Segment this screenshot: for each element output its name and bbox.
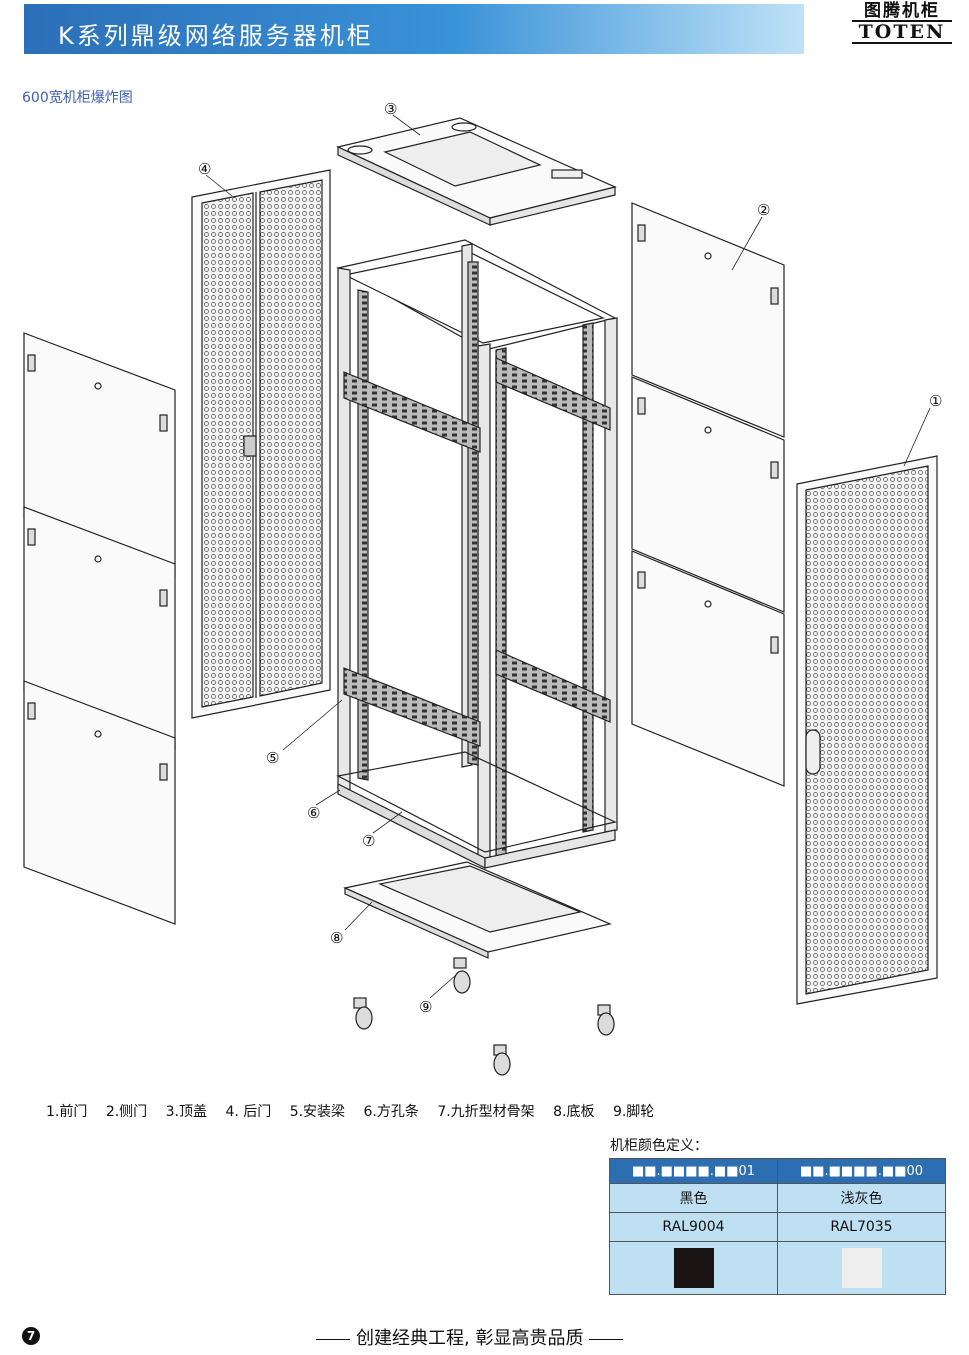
legend-item: 9.脚轮 — [612, 1104, 655, 1120]
legend-item: 7.九折型材骨架 — [437, 1104, 535, 1120]
top-cover — [336, 117, 617, 226]
callout-8: ⑧ — [330, 929, 343, 947]
page-title: K系列鼎级网络服务器机柜 — [58, 22, 374, 50]
legend-item: 8.底板 — [553, 1104, 595, 1120]
brand-logo: 图腾机柜 TOTEN — [852, 2, 952, 44]
left-side-panels — [23, 332, 176, 925]
callout-1: ① — [929, 392, 942, 410]
color-name-gray: 浅灰色 — [777, 1183, 946, 1213]
legend-item: 4. 后门 — [225, 1104, 272, 1120]
diagram-subtitle: 600宽机柜爆炸图 — [22, 90, 133, 106]
front-door — [796, 455, 938, 1005]
legend-item: 3.顶盖 — [165, 1104, 207, 1120]
legend-item: 2.侧门 — [105, 1104, 148, 1120]
frame-skeleton — [336, 239, 618, 869]
callout-7: ⑦ — [362, 832, 375, 850]
callout-6: ⑥ — [307, 804, 320, 822]
legend-item: 1.前门 — [46, 1104, 88, 1120]
color-table-title: 机柜颜色定义： — [610, 1138, 708, 1154]
parts-legend: 1.前门 2.侧门 3.顶盖 4. 后门 5.安装梁 6.方孔条 7.九折型材骨… — [46, 1101, 668, 1121]
slogan-dash-left — [316, 1338, 350, 1340]
color-ral-gray: RAL7035 — [777, 1212, 946, 1242]
page-number: 7 — [22, 1327, 40, 1345]
casters — [353, 957, 615, 1076]
logo-english: TOTEN — [852, 20, 952, 44]
right-side-panels — [631, 202, 785, 787]
color-name-black: 黑色 — [609, 1183, 778, 1213]
callout-3: ③ — [384, 100, 397, 118]
title-bar: K系列鼎级网络服务器机柜 — [24, 4, 804, 54]
cabinet-exploded-diagram: ① ② ③ ④ ⑤ ⑥ ⑦ ⑧ ⑨ — [23, 100, 942, 1076]
logo-chinese: 图腾机柜 — [864, 1, 940, 21]
slogan-dash-right — [589, 1338, 624, 1340]
legend-item: 5.安装梁 — [289, 1104, 346, 1120]
callout-4: ④ — [198, 160, 211, 178]
rear-door — [191, 169, 331, 719]
callout-9: ⑨ — [419, 998, 432, 1016]
swatch-black — [673, 1248, 714, 1288]
color-code-black: ■■.■■■■.■■01 — [609, 1158, 778, 1184]
slogan-text: 创建经典工程, 彰显高贵品质 — [356, 1328, 584, 1349]
color-ral-black: RAL9004 — [609, 1212, 778, 1242]
color-definition-table: ■■.■■■■.■■01 ■■.■■■■.■■00 黑色 浅灰色 RAL9004… — [609, 1158, 946, 1295]
callout-2: ② — [757, 201, 770, 219]
color-code-gray: ■■.■■■■.■■00 — [777, 1158, 946, 1184]
footer-slogan: 创建经典工程, 彰显高贵品质 — [310, 1324, 629, 1350]
bottom-plate — [343, 861, 612, 959]
callout-5: ⑤ — [266, 749, 279, 767]
swatch-gray — [841, 1248, 882, 1288]
legend-item: 6.方孔条 — [363, 1104, 419, 1120]
